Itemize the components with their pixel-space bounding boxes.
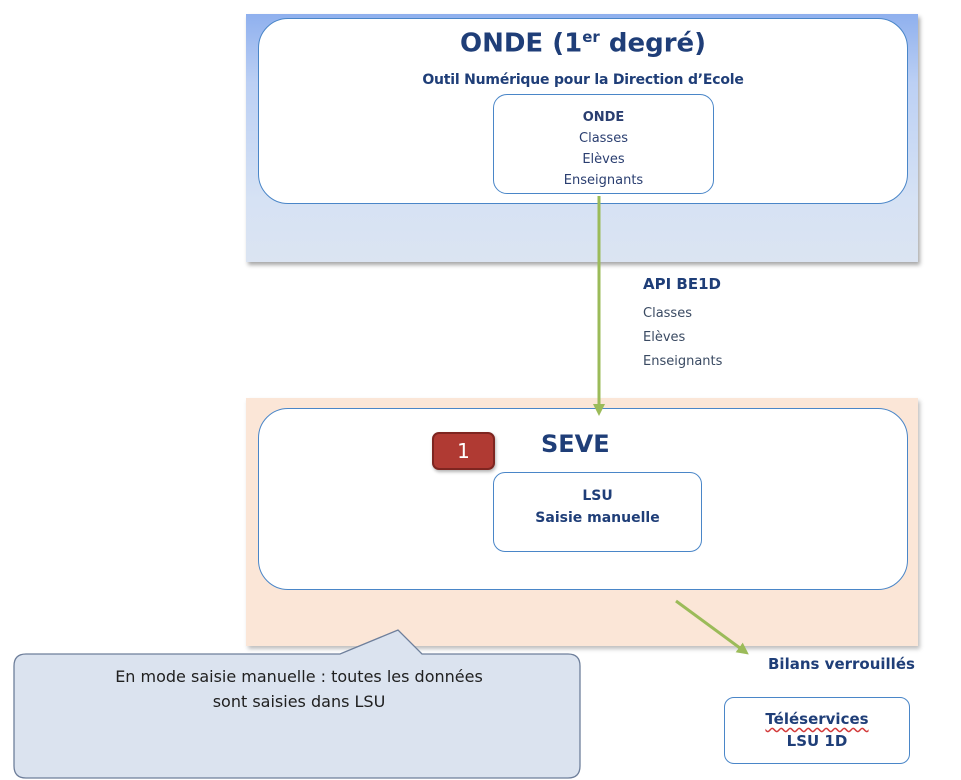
teleservices-box: Téléservices LSU 1D [724,697,910,764]
onde-title-end: degré) [599,28,707,59]
onde-inner-item: Elèves [582,152,625,167]
callout-line: sont saisies dans LSU [212,692,386,711]
seve-to-teleservices-arrow [675,599,749,655]
callout-text: En mode saisie manuelle : toutes les don… [14,664,584,714]
lsu-title: LSU [582,488,613,504]
onde-title: ONDE (1er degré) [258,28,908,59]
api-item: Classes [643,306,692,321]
lsu-box: LSU Saisie manuelle [493,472,702,552]
onde-inner-title: ONDE [582,110,625,125]
step-badge: 1 [432,432,495,470]
api-item: Enseignants [643,354,723,369]
teleservices-subtitle: LSU 1D [786,732,848,750]
onde-title-main: ONDE (1 [459,28,583,59]
onde-inner-item: Enseignants [563,173,644,188]
onde-inner-item: Classes [579,131,628,146]
seve-title: SEVE [541,430,610,458]
onde-inner-box: ONDE Classes Elèves Enseignants [493,94,714,194]
bilans-label: Bilans verrouillés [768,655,915,673]
lsu-subtitle: Saisie manuelle [535,510,660,526]
onde-subtitle: Outil Numérique pour la Direction d’Ecol… [422,72,744,88]
callout-line: En mode saisie manuelle : toutes les don… [115,667,483,686]
teleservices-title: Téléservices [765,710,869,728]
onde-title-sup: er [582,28,600,46]
api-items: Classes Elèves Enseignants [643,302,722,374]
api-item: Elèves [643,330,686,345]
callout-bubble [13,629,581,779]
api-title: API BE1D [643,275,721,293]
